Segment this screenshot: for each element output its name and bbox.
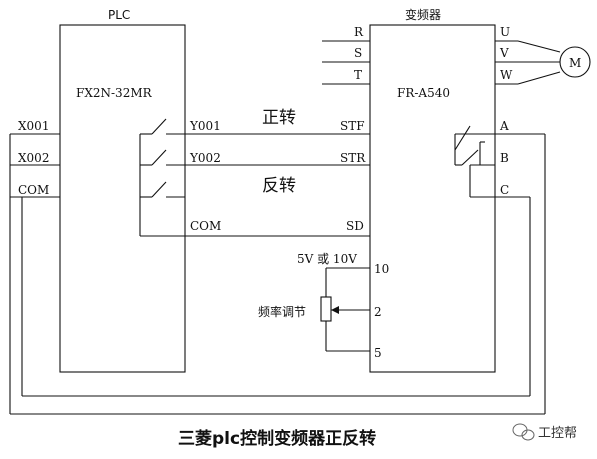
wechat-icon bbox=[512, 423, 535, 441]
label-voltage: 5V 或 10V bbox=[297, 252, 357, 266]
plc-model: FX2N-32MR bbox=[76, 86, 153, 100]
plc-header: PLC bbox=[108, 8, 130, 22]
label-reverse: 反转 bbox=[262, 176, 296, 196]
plc-input-com: COM bbox=[18, 183, 49, 197]
watermark: 工控帮 bbox=[512, 423, 577, 441]
inverter-terminal-str: STR bbox=[340, 151, 366, 165]
motor-label: M bbox=[569, 56, 581, 70]
plc-input-x002: X002 bbox=[18, 151, 49, 165]
inverter-terminal-10: 10 bbox=[374, 262, 389, 276]
inverter-output-u: U bbox=[500, 25, 510, 39]
inverter-relay-contacts bbox=[454, 125, 495, 198]
inverter-output-w: W bbox=[500, 68, 513, 82]
inverter-model: FR-A540 bbox=[397, 86, 450, 100]
plc-output-y001: Y001 bbox=[189, 119, 221, 133]
outer-loop-wires bbox=[9, 133, 546, 415]
diagram-caption: 三菱plc控制变频器正反转 bbox=[178, 428, 376, 449]
inverter-relay-b: B bbox=[500, 151, 509, 165]
inverter-header: 变频器 bbox=[405, 7, 441, 22]
inverter-relay-c: C bbox=[500, 183, 509, 197]
plc-input-x001: X001 bbox=[18, 119, 49, 133]
plc-output-com: COM bbox=[190, 219, 221, 233]
watermark-text: 工控帮 bbox=[538, 426, 577, 441]
motor-icon: M bbox=[559, 46, 591, 78]
inverter-terminal-sd: SD bbox=[346, 219, 364, 233]
plc-output-y002: Y002 bbox=[189, 151, 221, 165]
label-forward: 正转 bbox=[262, 108, 296, 128]
inverter-terminal-stf: STF bbox=[340, 119, 365, 133]
inverter-input-t: T bbox=[354, 68, 362, 82]
inverter-output-v: V bbox=[499, 46, 509, 60]
inverter-terminal-2: 2 bbox=[374, 305, 382, 319]
inverter-terminal-5: 5 bbox=[374, 346, 382, 360]
plc-relay-contacts bbox=[139, 118, 185, 237]
inverter-input-s: S bbox=[354, 46, 362, 60]
label-freq-adjust: 频率调节 bbox=[258, 304, 306, 319]
potentiometer-icon bbox=[320, 267, 370, 352]
inverter-box bbox=[369, 24, 496, 373]
inverter-relay-a: A bbox=[499, 119, 509, 133]
plc-box bbox=[59, 24, 186, 373]
inverter-input-r: R bbox=[354, 25, 364, 39]
